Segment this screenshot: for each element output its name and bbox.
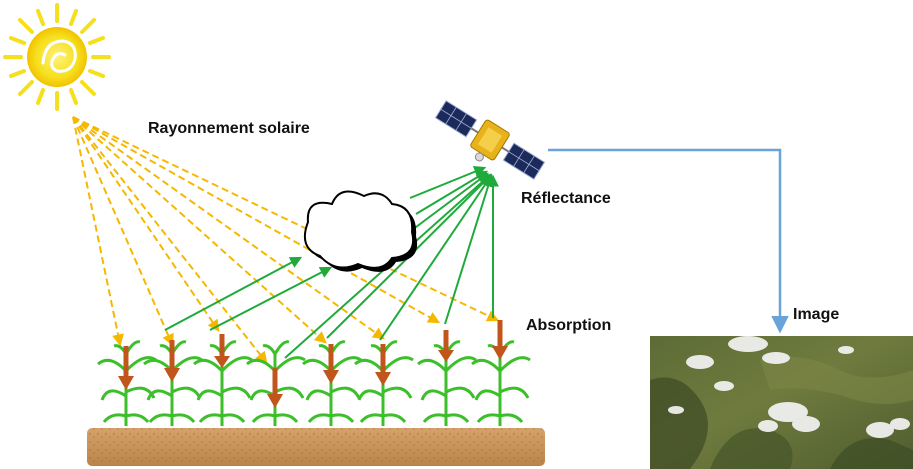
corn-plants	[96, 340, 532, 428]
satellite-image	[650, 336, 913, 469]
image-label: Image	[793, 306, 840, 323]
absorption-label: Absorption	[526, 317, 612, 334]
absorption-arrows	[118, 320, 508, 408]
reflectance-label: Réflectance	[521, 190, 611, 207]
solar-rays	[72, 116, 500, 364]
data-link-line	[548, 148, 789, 334]
satellite-icon	[434, 100, 546, 180]
reflected-rays	[164, 166, 499, 359]
soil-strip	[87, 428, 545, 466]
sun-icon	[3, 3, 111, 111]
cloud-icon	[304, 190, 418, 272]
solar-radiation-label: Rayonnement solaire	[148, 120, 310, 137]
